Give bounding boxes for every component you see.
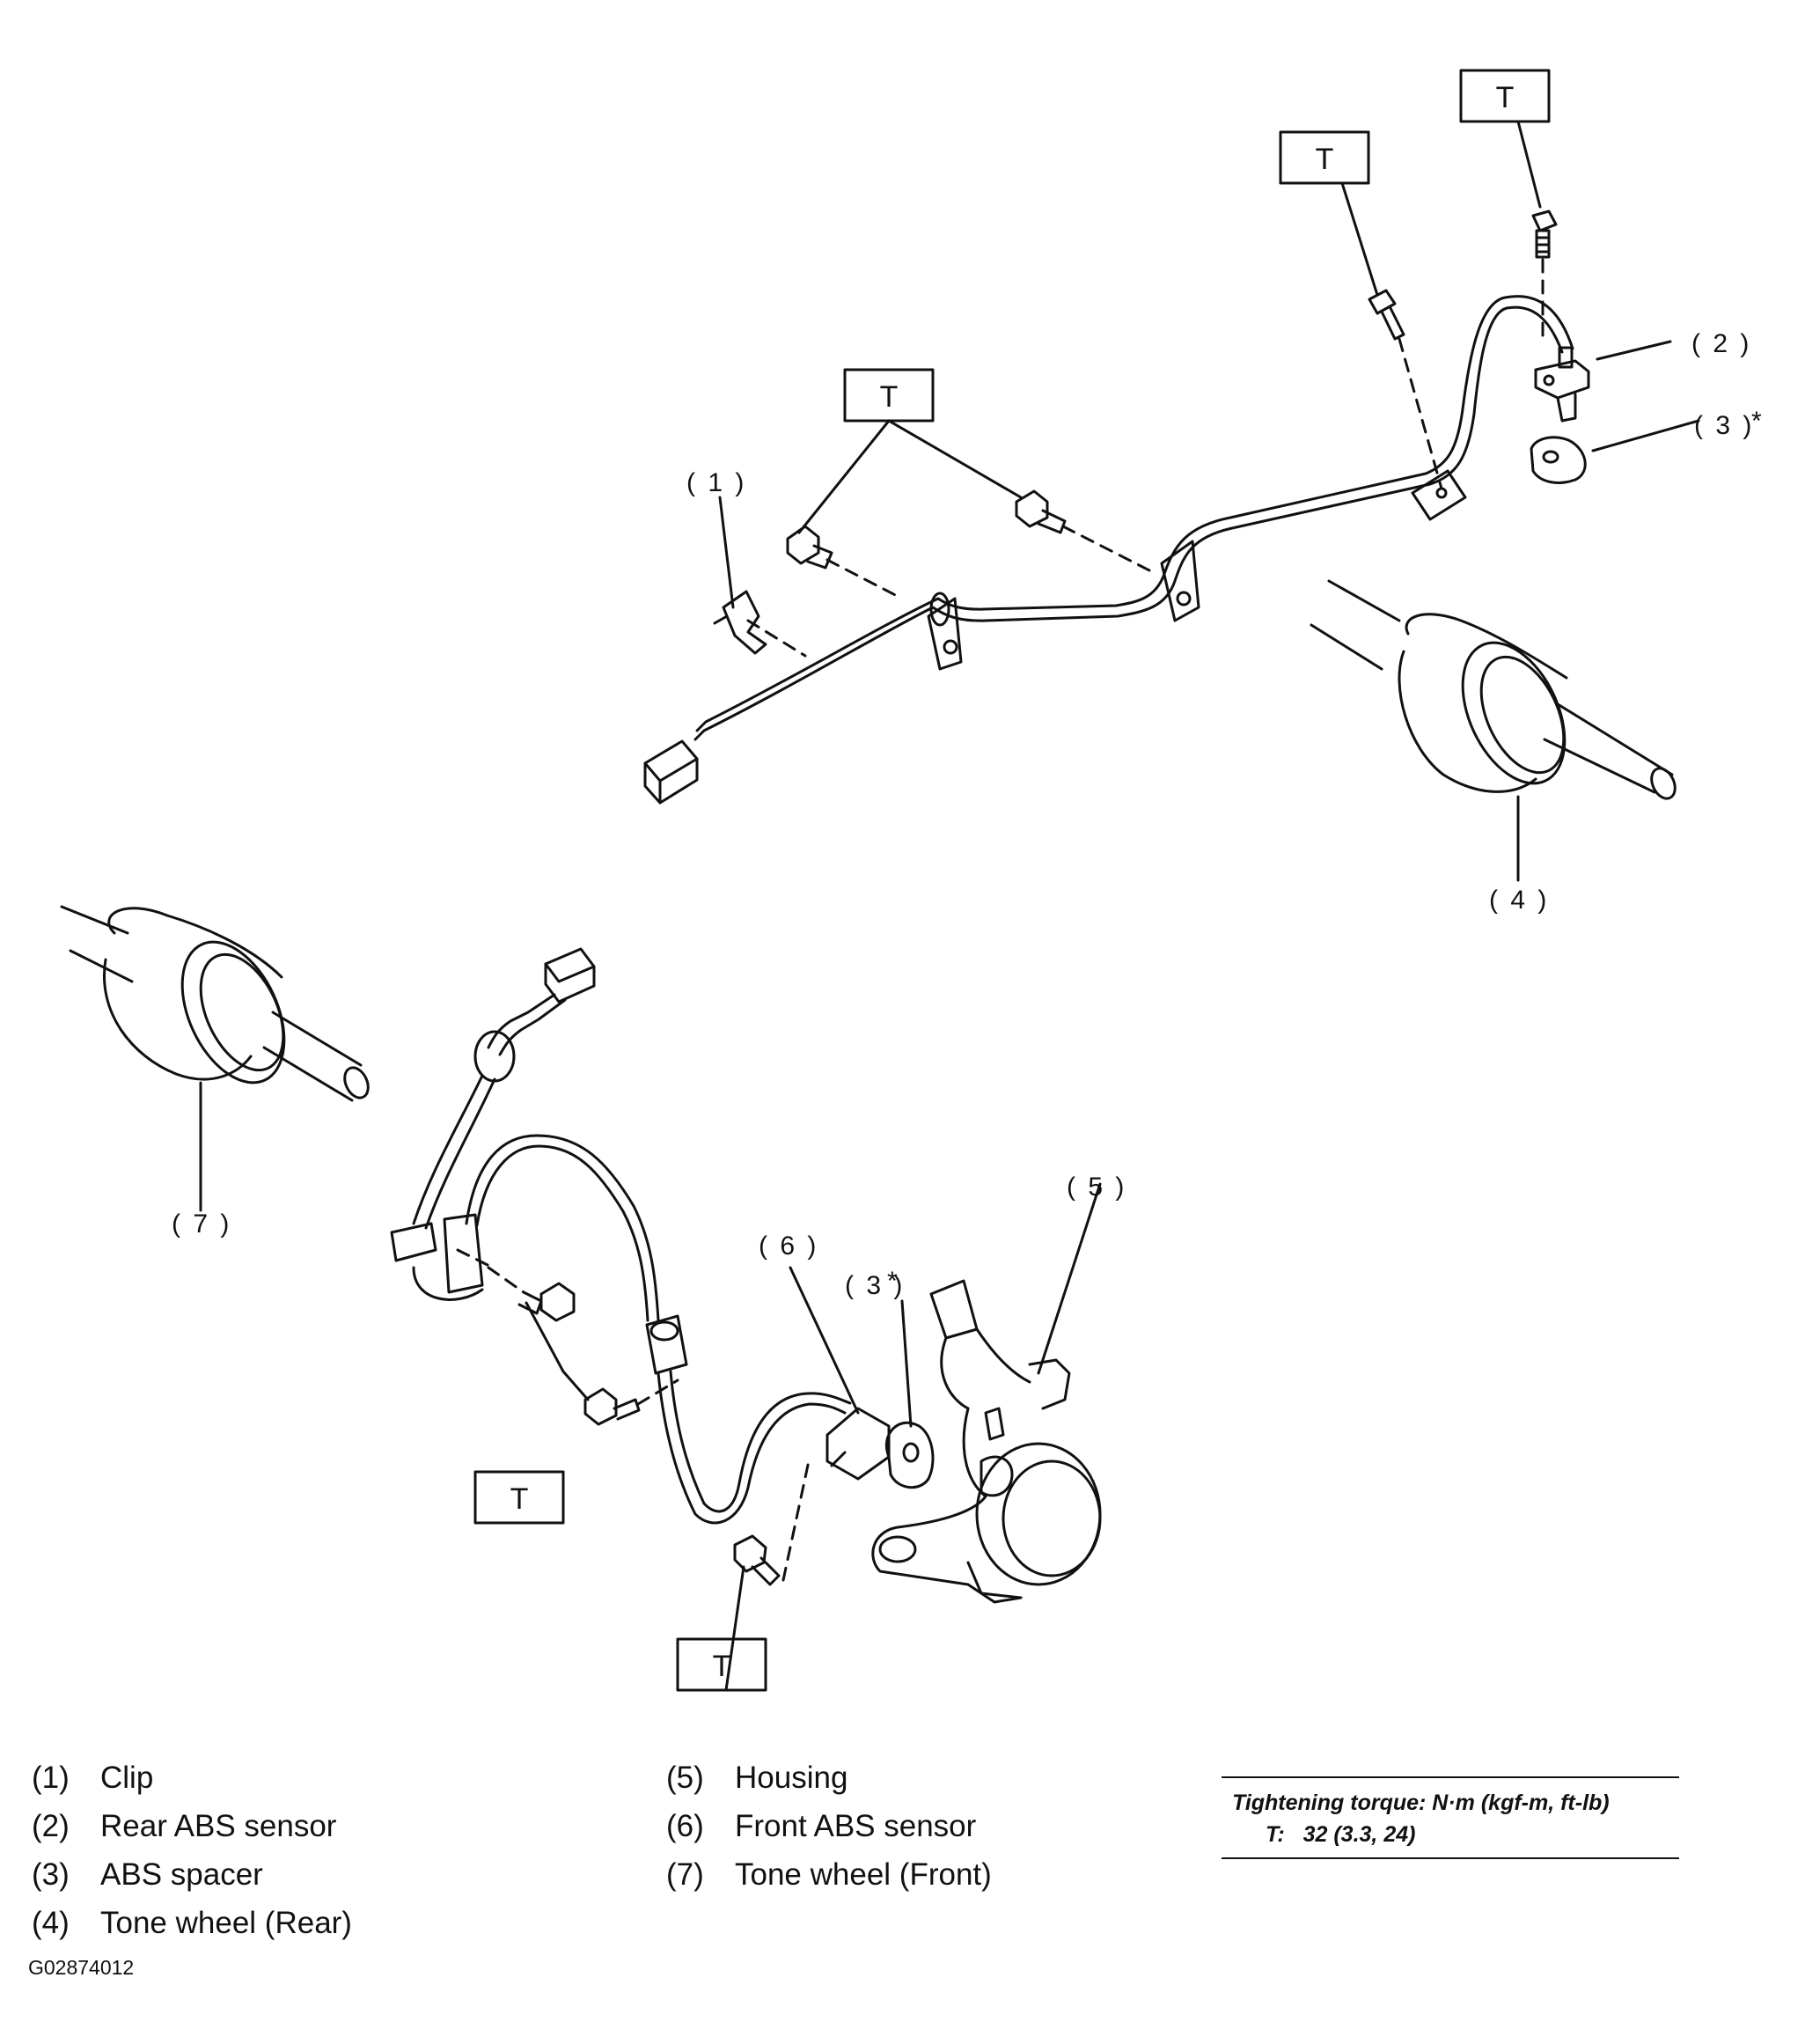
torque-heading: Tightening torque: N·m (kgf-m, ft-lb): [1232, 1790, 1610, 1815]
callout-5: ( 5 ): [1067, 1173, 1126, 1202]
rear-bracket-bolt: [1368, 289, 1405, 341]
torque-box-front-harness: [473, 1470, 565, 1525]
front-abs-sensor: [825, 1407, 891, 1481]
front-bolt-lower: [733, 1534, 781, 1586]
legend-item: (4)Tone wheel (Rear): [32, 1906, 352, 1940]
legend-item: (1)Clip: [32, 1761, 154, 1795]
callout-3-bottom: ( 3 ): [845, 1271, 905, 1300]
torque-spec-table: Tightening torque: N·m (kgf-m, ft-lb) T:…: [1222, 1776, 1679, 1859]
callout-7: ( 7 ): [172, 1209, 231, 1239]
rear-harness-bolt-left: [786, 525, 833, 570]
callout-4: ( 4 ): [1489, 886, 1549, 915]
torque-row: T: 32 (3.3, 24): [1222, 1819, 1679, 1850]
callout-2: ( 2 ): [1691, 329, 1751, 358]
legend-item: (5)Housing: [666, 1761, 848, 1795]
legend-item: (6)Front ABS sensor: [666, 1809, 977, 1843]
torque-box-rear-harness: [843, 368, 935, 423]
torque-letter: T: [713, 1650, 731, 1683]
legend-left: (1)Clip (2)Rear ABS sensor (3)ABS spacer…: [32, 1754, 352, 1947]
leader-lines: [199, 120, 1700, 1692]
torque-box-rear-bracket: [1279, 130, 1370, 185]
torque-letter: T: [510, 1482, 529, 1516]
rear-abs-spacer: [1530, 436, 1587, 484]
torque-letter: T: [880, 380, 899, 414]
rear-dash-lines: [746, 258, 1545, 658]
front-bolt-upper: [517, 1282, 576, 1322]
torque-letter: T: [1316, 143, 1334, 176]
front-tone-wheel-axle: [60, 905, 370, 1102]
figure-id: G02874012: [28, 1956, 135, 1979]
front-dash-lines: [456, 1248, 811, 1582]
torque-letter: T: [1496, 81, 1515, 114]
legend-item: (3)ABS spacer: [32, 1857, 263, 1892]
front-abs-spacer: [884, 1421, 935, 1489]
rear-harness-bolt-right: [1015, 489, 1067, 534]
asterisk-top: *: [1751, 407, 1765, 436]
rear-tone-wheel-axle: [1310, 579, 1677, 800]
torque-value: 32 (3.3, 24): [1302, 1822, 1416, 1847]
asterisk-bottom: *: [887, 1267, 900, 1296]
torque-box-front-sensor: [676, 1637, 767, 1692]
front-bolt-middle: [583, 1387, 641, 1426]
torque-box-rear-sensor: [1459, 69, 1551, 123]
callout-3-top: ( 3 ): [1694, 411, 1754, 440]
callout-6: ( 6 ): [759, 1232, 818, 1261]
legend-right: (5)Housing (6)Front ABS sensor (7)Tone w…: [666, 1754, 992, 1899]
rear-abs-sensor: [1534, 346, 1590, 423]
front-harness: [390, 947, 852, 1525]
legend-item: (7)Tone wheel (Front): [666, 1857, 992, 1892]
rear-sensor-bolt: [1531, 210, 1558, 259]
rear-harness: [643, 295, 1574, 805]
front-housing: [871, 1279, 1102, 1604]
legend-item: (2)Rear ABS sensor: [32, 1809, 337, 1843]
callout-1: ( 1 ): [686, 468, 746, 497]
torque-key: T:: [1266, 1822, 1285, 1847]
